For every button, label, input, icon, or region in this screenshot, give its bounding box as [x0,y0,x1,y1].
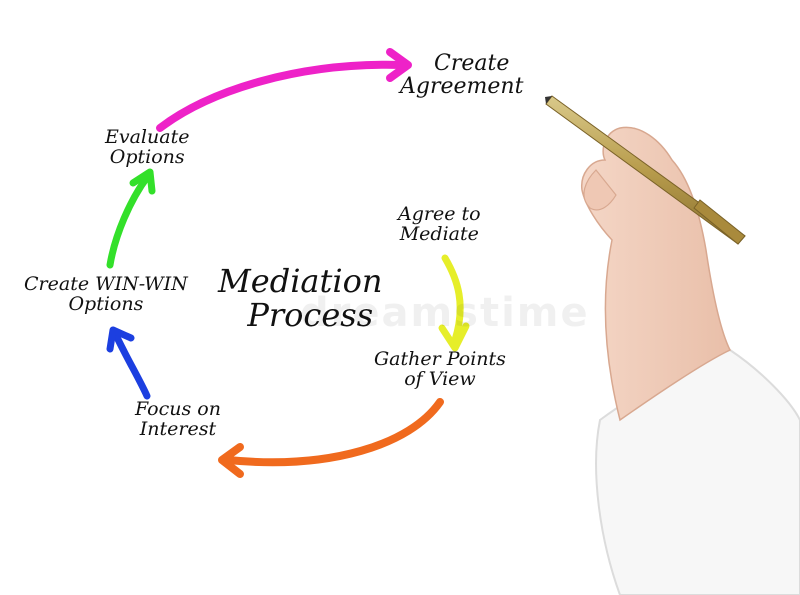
pen-icon [545,95,746,245]
step-5-line-1: Evaluate [105,126,190,148]
step-4-line-1: Create WIN-WIN [24,273,188,295]
title-line-1: Mediation [218,262,383,300]
step-create-agreement: Create Agreement [400,52,523,98]
step-create-win-win-options: Create WIN-WIN Options [24,273,188,315]
arrow-agree-to-gather [438,254,470,352]
step-evaluate-options: Evaluate Options [105,126,190,168]
arrow-focus-to-create [106,326,151,400]
thumb [583,169,617,211]
step-1-line-2: Mediate [399,222,479,245]
step-agree-to-mediate: Agree to Mediate [398,203,481,245]
step-2-line-1: Gather Points [374,348,506,370]
step-5-line-2: Options [109,145,185,168]
step-focus-on-interest: Focus on Interest [135,398,221,440]
arrow-gather-to-focus [218,398,444,478]
arrow-evaluate-to-agreement [156,48,412,132]
step-3-line-2: Interest [139,417,217,440]
step-3-line-1: Focus on [135,398,221,420]
step-4-line-2: Options [68,292,144,315]
step-gather-points-of-view: Gather Points of View [374,348,506,390]
arrow-create-to-evaluate [106,168,156,269]
title-line-2: Process [247,295,374,334]
diagram-title: Mediation Process [218,262,383,334]
step-2-line-2: of View [404,367,476,390]
step-1-line-1: Agree to [398,203,481,225]
step-6-line-1: Create [434,51,510,76]
step-6-line-2: Agreement [400,74,524,100]
watermark-text: dreamstime [300,290,590,336]
